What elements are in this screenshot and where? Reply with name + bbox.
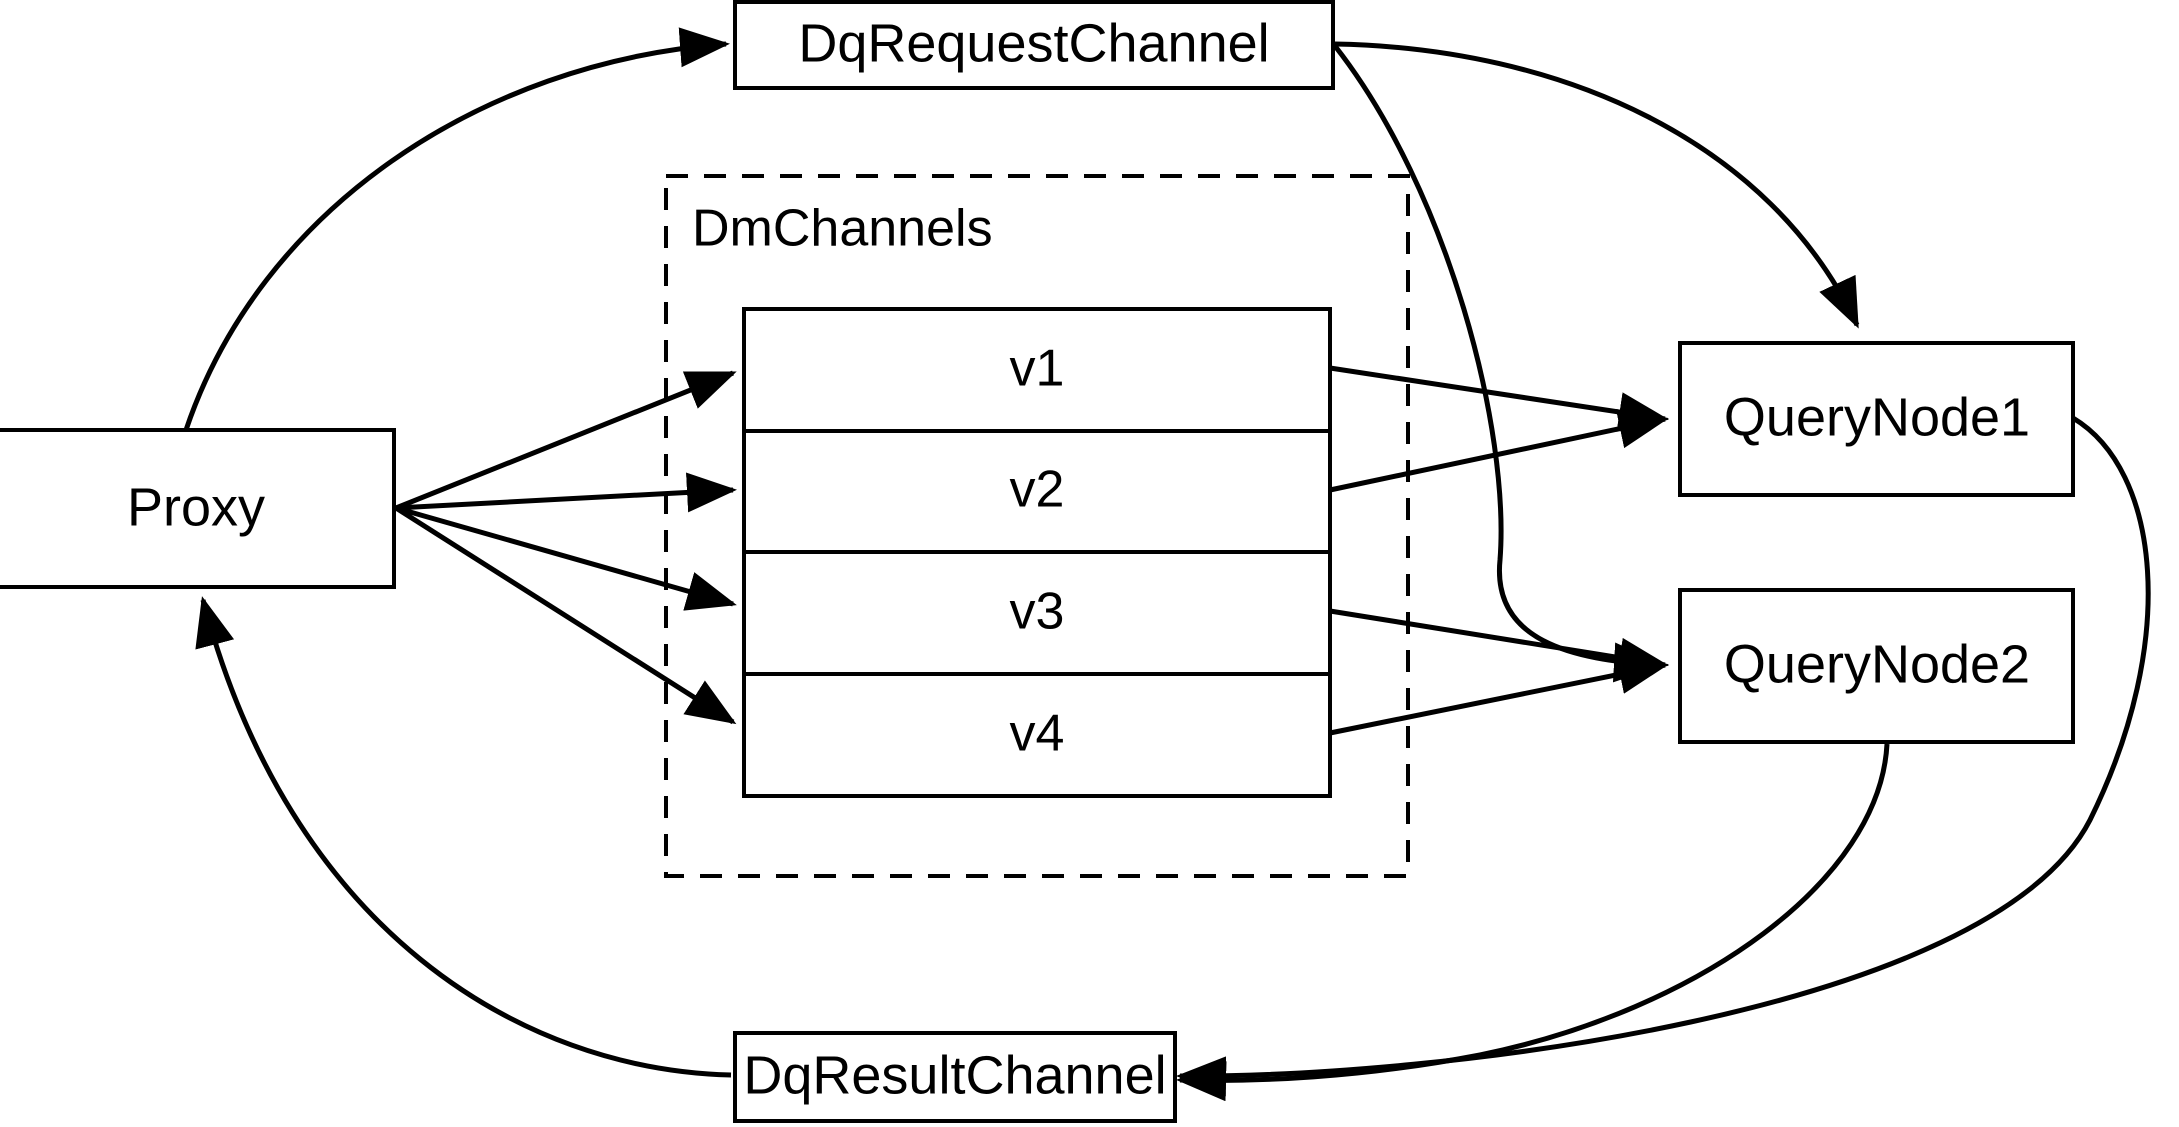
node-query-node-2[interactable]: QueryNode2 — [1678, 588, 2075, 744]
node-proxy[interactable]: Proxy — [0, 428, 396, 589]
edge-v2-to-querynode1 — [1329, 408, 1669, 493]
node-dq-result-channel[interactable]: DqResultChannel — [733, 1031, 1177, 1123]
query-node-1-box[interactable] — [1678, 341, 2075, 497]
node-dq-request-channel[interactable]: DqRequestChannel — [733, 0, 1335, 90]
dm-channels-table: v1 v2 v3 v4 — [742, 307, 1332, 798]
dq-result-channel-label: DqResultChannel — [743, 1045, 1166, 1105]
edge-v3-to-querynode2 — [1329, 608, 1669, 678]
edge-dqresultchannel-to-proxy — [195, 596, 732, 1078]
edge-dqrequestchannel-to-querynode2 — [1333, 44, 1664, 683]
edge-proxy-to-v4 — [394, 505, 737, 725]
dq-result-channel-box[interactable] — [733, 1031, 1177, 1123]
dm-channel-row-v1[interactable]: v1 — [1010, 340, 1065, 398]
dm-channels-group: DmChannels — [664, 174, 1410, 878]
edge-dqrequestchannel-to-querynode1 — [1334, 41, 1860, 329]
query-node-1-label: QueryNode1 — [1724, 387, 2030, 447]
dm-channel-row-v4[interactable]: v4 — [1010, 705, 1065, 763]
proxy-label: Proxy — [127, 477, 265, 537]
dm-channels-label: DmChannels — [692, 200, 993, 258]
edge-querynode2-to-dqresultchannel — [1176, 743, 1890, 1102]
dq-request-channel-label: DqRequestChannel — [798, 13, 1269, 73]
node-query-node-1[interactable]: QueryNode1 — [1678, 341, 2075, 497]
query-node-2-label: QueryNode2 — [1724, 634, 2030, 694]
dq-request-channel-box[interactable] — [733, 0, 1335, 90]
edge-proxy-to-v2 — [395, 472, 737, 513]
edge-proxy-to-v1 — [395, 370, 737, 511]
dm-channel-row-v3[interactable]: v3 — [1010, 583, 1065, 641]
query-node-2-box[interactable] — [1678, 588, 2075, 744]
edge-v4-to-querynode2 — [1329, 654, 1669, 736]
dm-channel-row-v2[interactable]: v2 — [1010, 461, 1065, 519]
edge-v1-to-querynode1 — [1329, 365, 1669, 432]
edge-proxy-to-v3 — [395, 505, 737, 611]
proxy-box[interactable] — [0, 428, 396, 589]
edge-proxy-to-dqrequestchannel — [183, 27, 730, 431]
